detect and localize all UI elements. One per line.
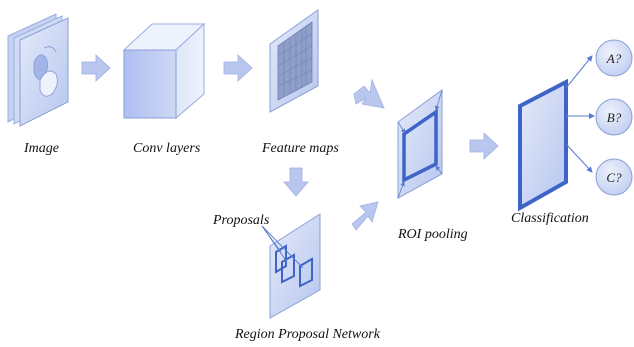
rpn-panel-icon bbox=[269, 213, 321, 319]
arrow-roi-to-classification bbox=[469, 132, 499, 160]
label-conv-layers: Conv layers bbox=[133, 141, 201, 156]
label-image: Image bbox=[24, 141, 59, 156]
class-a-label: A? bbox=[606, 51, 622, 66]
arrow-feature-to-roi bbox=[353, 78, 385, 109]
output-arrows bbox=[565, 55, 595, 173]
class-a-circle bbox=[595, 39, 633, 77]
label-rpn: Region Proposal Network bbox=[235, 327, 380, 342]
class-b-label: B? bbox=[606, 110, 622, 125]
class-c-label: C? bbox=[606, 170, 622, 185]
arrow-rpn-to-roi bbox=[351, 201, 379, 231]
arrow-feature-to-rpn bbox=[283, 167, 309, 197]
class-b-circle bbox=[595, 98, 633, 136]
label-roi-pooling: ROI pooling bbox=[398, 227, 468, 242]
label-classification: Classification bbox=[511, 211, 589, 226]
roi-pooling-icon bbox=[397, 89, 443, 199]
classification-icon bbox=[518, 78, 568, 212]
label-feature-maps: Feature maps bbox=[262, 141, 339, 156]
arrow-conv-to-feature bbox=[223, 54, 253, 82]
label-proposals: Proposals bbox=[213, 213, 270, 228]
feature-maps-icon bbox=[269, 9, 319, 113]
conv-layers-icon bbox=[122, 22, 206, 120]
proposals-pointer-lines bbox=[261, 225, 304, 269]
image-stack-icon bbox=[7, 13, 69, 127]
class-c-circle bbox=[595, 158, 633, 196]
arrow-image-to-conv bbox=[81, 54, 111, 82]
